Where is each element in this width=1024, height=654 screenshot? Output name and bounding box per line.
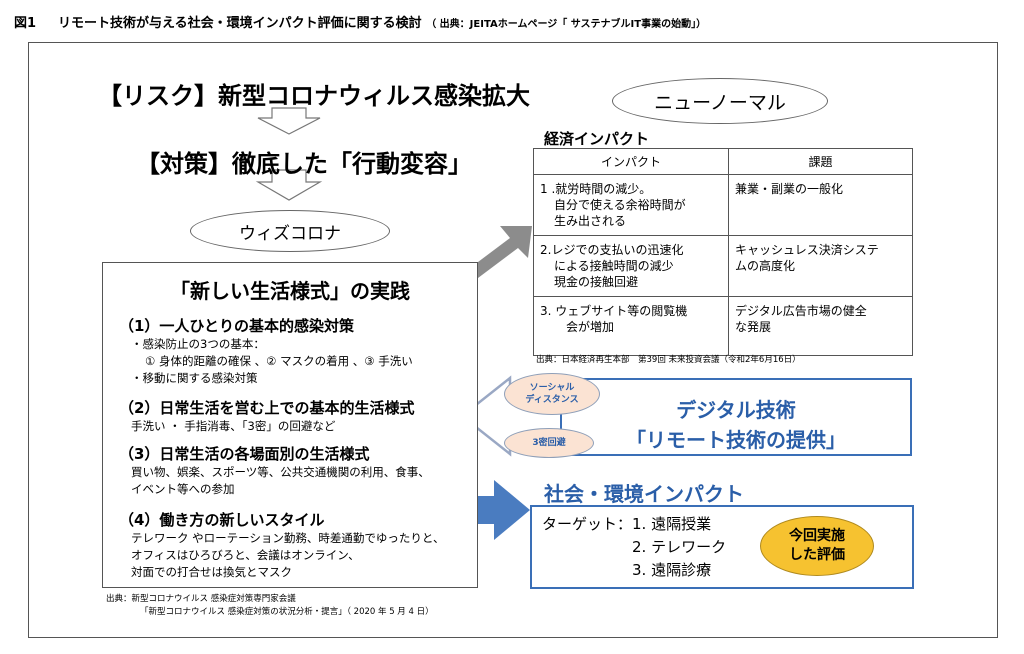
cell-line: キャッシュレス決済システ xyxy=(735,243,879,257)
issue-cell: デジタル広告市場の健全 な発展 xyxy=(728,296,913,356)
figure-title-text: リモート技術が与える社会・環境インパクト評価に関する検討 xyxy=(58,16,422,31)
cell-line: 1 .就労時間の減少。 xyxy=(540,182,652,196)
section-heading: （2）日常生活を営む上での基本的生活様式 xyxy=(119,399,415,417)
with-corona-ellipse: ウィズコロナ xyxy=(190,210,390,252)
economic-impact-table: インパクト 課題 1 .就労時間の減少。 自分で使える余裕時間が 生み出される … xyxy=(533,148,913,356)
lifestyle-section-2: （2）日常生活を営む上での基本的生活様式 手洗い ・ 手指消毒、「3密」の回避な… xyxy=(119,397,471,435)
remote-tech-label: 「リモート技術の提供」 xyxy=(626,428,846,452)
lifestyle-source: 出典：新型コロナウイルス 感染症対策専門家会議 「新型コロナウイルス 感染症対策… xyxy=(106,593,434,619)
badge-line: した評価 xyxy=(789,547,845,563)
target-item: 2. テレワーク xyxy=(632,538,727,556)
risk-heading: 【リスク】新型コロナウィルス感染拡大 xyxy=(98,82,530,110)
new-lifestyle-box: 「新しい生活様式」の実践 （1）一人ひとりの基本的感染対策 ・感染防止の3つの基… xyxy=(102,262,478,588)
section-line: 買い物、娯楽、スポーツ等、公共交通機関の利用、食事、 xyxy=(131,465,430,479)
lifestyle-section-3: （3）日常生活の各場面別の生活様式 買い物、娯楽、スポーツ等、公共交通機関の利用… xyxy=(119,443,471,498)
section-line: 対面での打合せは換気とマスク xyxy=(131,565,292,579)
source-line: 出典：新型コロナウイルス 感染症対策専門家会議 xyxy=(106,594,296,604)
table-row: 3. ウェブサイト等の閲覧機 会が増加 デジタル広告市場の健全 な発展 xyxy=(533,296,913,356)
impact-cell: 2.レジでの支払いの迅速化 による接触時間の減少 現金の接触回避 xyxy=(533,235,729,297)
section-line: テレワーク やローテーション勤務、時差通勤でゆったりと、 xyxy=(131,531,445,545)
cell-line: 3. ウェブサイト等の閲覧機 xyxy=(540,304,688,318)
cell-line: な発展 xyxy=(735,320,772,334)
digital-tech-label: デジタル技術 xyxy=(676,398,796,422)
table-header: 課題 xyxy=(728,148,913,175)
down-arrow-icon xyxy=(257,107,321,135)
avoid-3c-pill: 3密回避 xyxy=(504,428,594,458)
table-header: インパクト xyxy=(533,148,729,175)
section-heading: （4）働き方の新しいスタイル xyxy=(119,511,325,529)
economic-impact-title: 経済インパクト xyxy=(544,130,650,148)
table-row: 2.レジでの支払いの迅速化 による接触時間の減少 現金の接触回避 キャッシュレス… xyxy=(533,235,913,297)
lifestyle-section-1: （1）一人ひとりの基本的感染対策 ・感染防止の3つの基本： ① 身体的距離の確保… xyxy=(119,315,471,387)
figure-title: 図1 リモート技術が与える社会・環境インパクト評価に関する検討 （ 出典：JEIT… xyxy=(14,12,706,31)
figure-source: （ 出典：JEITAホームページ「 サステナブルIT事業の始動」） xyxy=(426,19,707,30)
section-line: イベント等への参加 xyxy=(131,482,235,496)
blue-arrow-icon xyxy=(466,480,530,540)
section-line: ・感染防止の3つの基本： xyxy=(131,337,265,351)
cell-line: 自分で使える余裕時間が xyxy=(554,198,686,212)
target-label: ターゲット： xyxy=(542,515,633,533)
lifestyle-title: 「新しい生活様式」の実践 xyxy=(170,279,410,303)
new-normal-ellipse: ニューノーマル xyxy=(612,78,828,124)
section-heading: （3）日常生活の各場面別の生活様式 xyxy=(119,445,370,463)
pill-line: ソーシャル xyxy=(529,383,575,393)
cell-line: 兼業・副業の一般化 xyxy=(735,182,844,196)
impact-cell: 3. ウェブサイト等の閲覧機 会が増加 xyxy=(533,296,729,356)
source-line: 「新型コロナウイルス 感染症対策の状況分析・提言」（ 2020 年 5 月 4 … xyxy=(140,607,434,617)
pill-line: ディスタンス xyxy=(525,395,579,405)
cell-line: 現金の接触回避 xyxy=(554,275,639,289)
impact-cell: 1 .就労時間の減少。 自分で使える余裕時間が 生み出される xyxy=(533,174,729,236)
section-line: 手洗い ・ 手指消毒、「3密」の回避など xyxy=(131,419,336,433)
cell-line: による接触時間の減少 xyxy=(554,259,674,273)
down-arrow-icon xyxy=(255,169,323,201)
social-environment-impact-title: 社会・環境インパクト xyxy=(544,482,744,506)
cell-line: 会が増加 xyxy=(566,320,615,334)
target-item: 3. 遠隔診療 xyxy=(632,561,712,579)
table-row: 1 .就労時間の減少。 自分で使える余裕時間が 生み出される 兼業・副業の一般化 xyxy=(533,174,913,236)
target-item: 1. 遠隔授業 xyxy=(632,515,712,533)
lifestyle-section-4: （4）働き方の新しいスタイル テレワーク やローテーション勤務、時差通勤でゆった… xyxy=(119,509,471,581)
cell-line: デジタル広告市場の健全 xyxy=(735,304,867,318)
digital-technology-box: デジタル技術 「リモート技術の提供」 xyxy=(560,378,912,456)
cell-line: ムの高度化 xyxy=(735,259,796,273)
social-distance-pill: ソーシャル ディスタンス xyxy=(504,373,600,415)
section-line: ① 身体的距離の確保 、② マスクの着用 、③ 手洗い xyxy=(145,354,413,368)
evaluation-badge: 今回実施 した評価 xyxy=(760,516,874,576)
measure-heading: 【対策】徹底した「行動変容」 xyxy=(136,150,472,178)
section-line: ・移動に関する感染対策 xyxy=(131,371,258,385)
cell-line: 生み出される xyxy=(554,214,627,228)
badge-line: 今回実施 xyxy=(789,528,845,544)
table-header-row: インパクト 課題 xyxy=(533,148,913,175)
issue-cell: 兼業・副業の一般化 xyxy=(728,174,913,236)
figure-number: 図1 xyxy=(14,16,37,31)
section-heading: （1）一人ひとりの基本的感染対策 xyxy=(119,317,354,335)
target-list: ターゲット：1. 遠隔授業 2. テレワーク 3. 遠隔診療 xyxy=(542,513,726,582)
diagram-frame xyxy=(28,42,998,638)
cell-line: 2.レジでの支払いの迅速化 xyxy=(540,243,684,257)
section-line: オフィスはひろびろと、会議はオンライン、 xyxy=(131,548,360,562)
gray-arrow-icon xyxy=(470,226,532,278)
economic-source: 出典：日本経済再生本部 第39回 未来投資会議（令和2年6月16日） xyxy=(536,355,801,365)
issue-cell: キャッシュレス決済システ ムの高度化 xyxy=(728,235,913,297)
